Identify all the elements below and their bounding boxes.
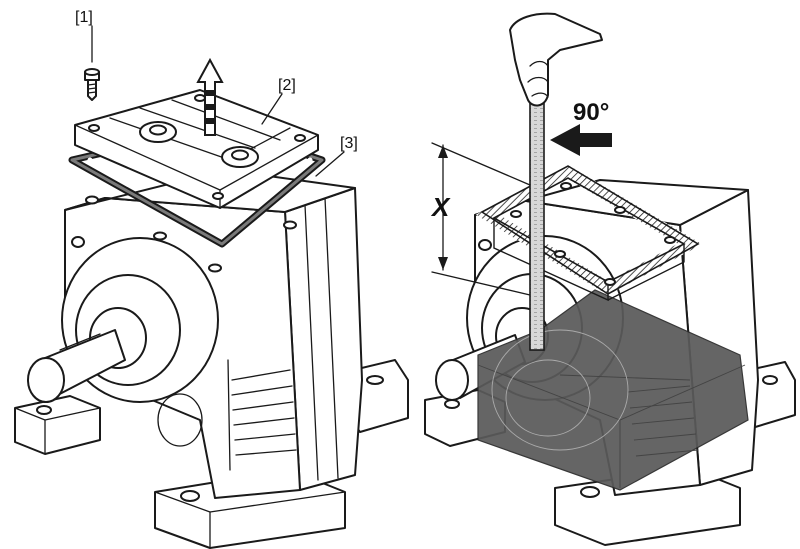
distance-label: X [430, 192, 451, 222]
oil-volume [477, 289, 749, 491]
left-output-shaft [27, 329, 126, 403]
angle-label: 90° [573, 99, 609, 126]
screw-icon [84, 68, 100, 101]
push-arrow-icon [550, 124, 612, 156]
left-lifting-eye [157, 393, 203, 447]
oil-surface-lines [477, 329, 746, 488]
left-figure: [1] [2] [3] [14, 9, 409, 549]
left-foot-left [14, 395, 101, 455]
distance-dimension [431, 142, 531, 296]
leader-gasket [315, 151, 345, 177]
leader-cover [261, 93, 283, 125]
right-figure: 90° X [424, 12, 796, 546]
hand-icon [509, 12, 603, 107]
inspection-cover [74, 89, 319, 209]
left-flange-holes [71, 195, 297, 273]
right-flange-hole [478, 239, 492, 251]
callout-screw: [1] [75, 9, 93, 26]
left-cooling-ribs [227, 359, 297, 471]
callout-gasket: [3] [340, 135, 358, 152]
callout-cover: [2] [278, 77, 296, 94]
lift-arrow-icon [196, 57, 224, 136]
